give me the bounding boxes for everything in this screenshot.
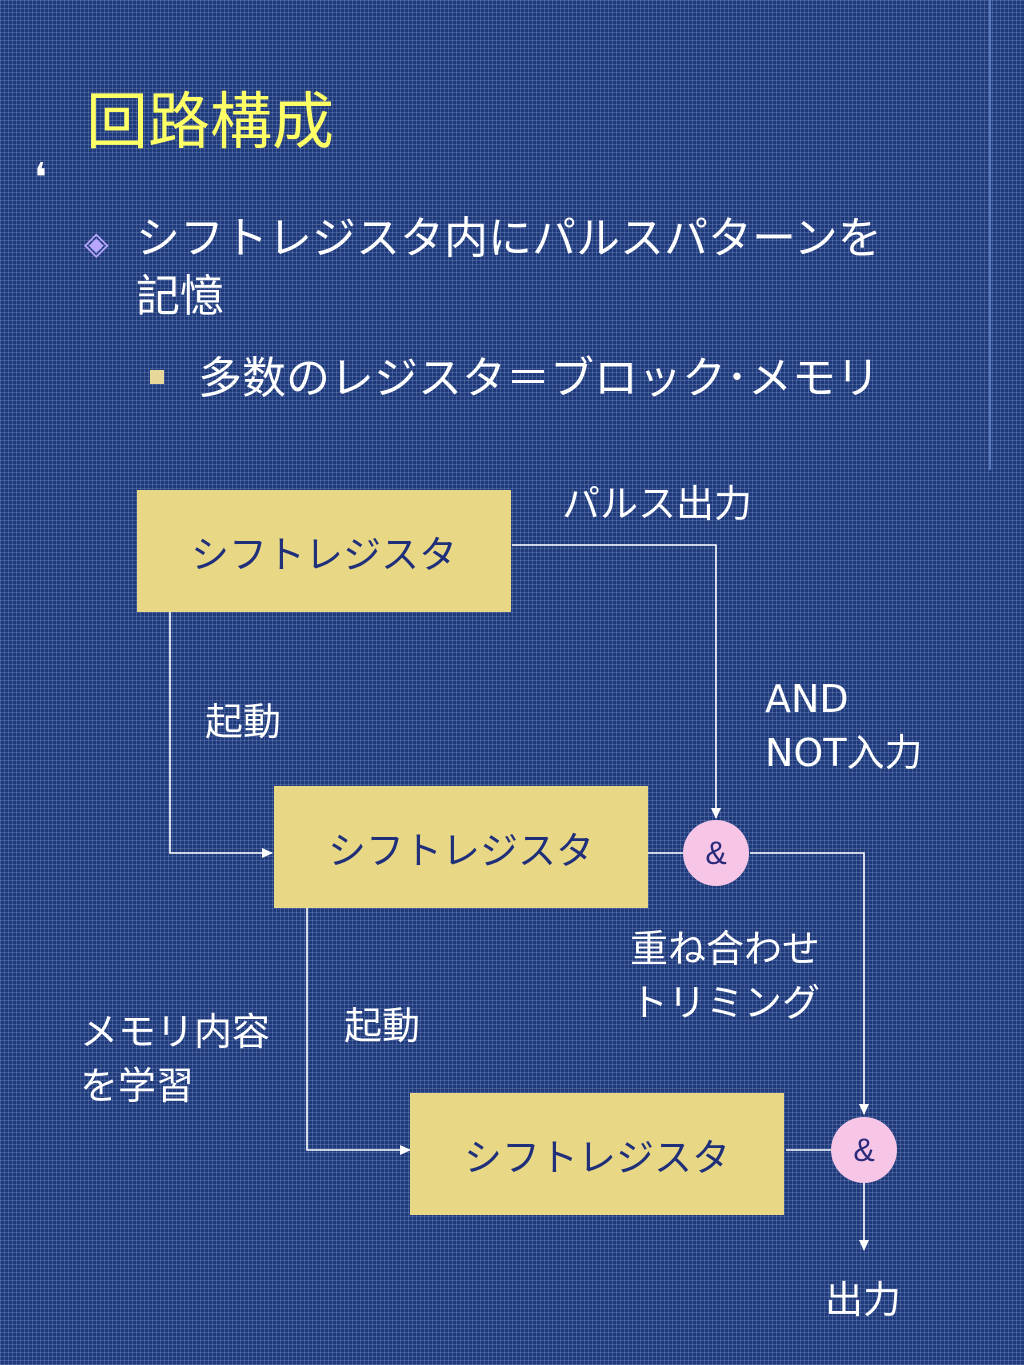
and-gate-1: & bbox=[683, 820, 749, 886]
trigger-label-2: 起動 bbox=[344, 1004, 421, 1048]
wire-reg1-pulse-to-gate1 bbox=[512, 544, 721, 819]
wire-reg2-to-reg3 bbox=[306, 908, 411, 1155]
wire-reg1-to-reg2 bbox=[169, 612, 273, 858]
shift-register-label-1: シフトレジスタ bbox=[190, 532, 457, 577]
trigger-label-1: 起動 bbox=[205, 700, 282, 744]
pulse-output-label: パルス出力 bbox=[562, 482, 753, 526]
right-divider bbox=[989, 0, 991, 470]
learn-line2: を学習 bbox=[80, 1064, 195, 1108]
and-not-line2: NOT入力 bbox=[765, 731, 923, 775]
bullet-level2-text: 多数のレジスタ＝ブロック･メモリ bbox=[198, 353, 880, 404]
shift-register-label-3: シフトレジスタ bbox=[463, 1135, 730, 1180]
bullet-level1-line2: 記憶 bbox=[136, 271, 224, 322]
learn-line1: メモリ内容 bbox=[80, 1010, 271, 1054]
and-not-line1: AND bbox=[765, 677, 849, 721]
output-label: 出力 bbox=[825, 1278, 902, 1322]
and-gate-2-symbol: & bbox=[853, 1131, 875, 1168]
slide-title: 回路構成 bbox=[86, 85, 335, 158]
shift-register-box-1: シフトレジスタ bbox=[137, 490, 511, 612]
and-gate-1-symbol: & bbox=[705, 834, 727, 871]
bullet-level1-line1: シフトレジスタ内にパルスパターンを bbox=[136, 213, 882, 264]
learn-memory-label: メモリ内容 を学習 bbox=[80, 1005, 270, 1113]
wire-gate1-to-gate2 bbox=[750, 852, 869, 1115]
shift-register-box-2: シフトレジスタ bbox=[274, 786, 648, 908]
quote-mark-icon: ❛ bbox=[34, 155, 47, 201]
overlap-line1: 重ね合わせ bbox=[630, 927, 821, 971]
bullet-level2: 多数のレジスタ＝ブロック･メモリ bbox=[150, 350, 880, 408]
shift-register-label-2: シフトレジスタ bbox=[327, 828, 594, 873]
square-bullet-icon bbox=[150, 370, 164, 384]
overlap-line2: トリミング bbox=[630, 981, 821, 1025]
overlap-trimming-label: 重ね合わせ トリミング bbox=[630, 922, 820, 1030]
diamond-bullet-icon: ◈ bbox=[84, 224, 109, 262]
bullet-level1: ◈ シフトレジスタ内にパルスパターンを 記憶 bbox=[84, 210, 964, 326]
and-gate-2: & bbox=[831, 1117, 897, 1183]
shift-register-box-3: シフトレジスタ bbox=[410, 1093, 784, 1215]
and-not-input-label: AND NOT入力 bbox=[765, 672, 923, 780]
